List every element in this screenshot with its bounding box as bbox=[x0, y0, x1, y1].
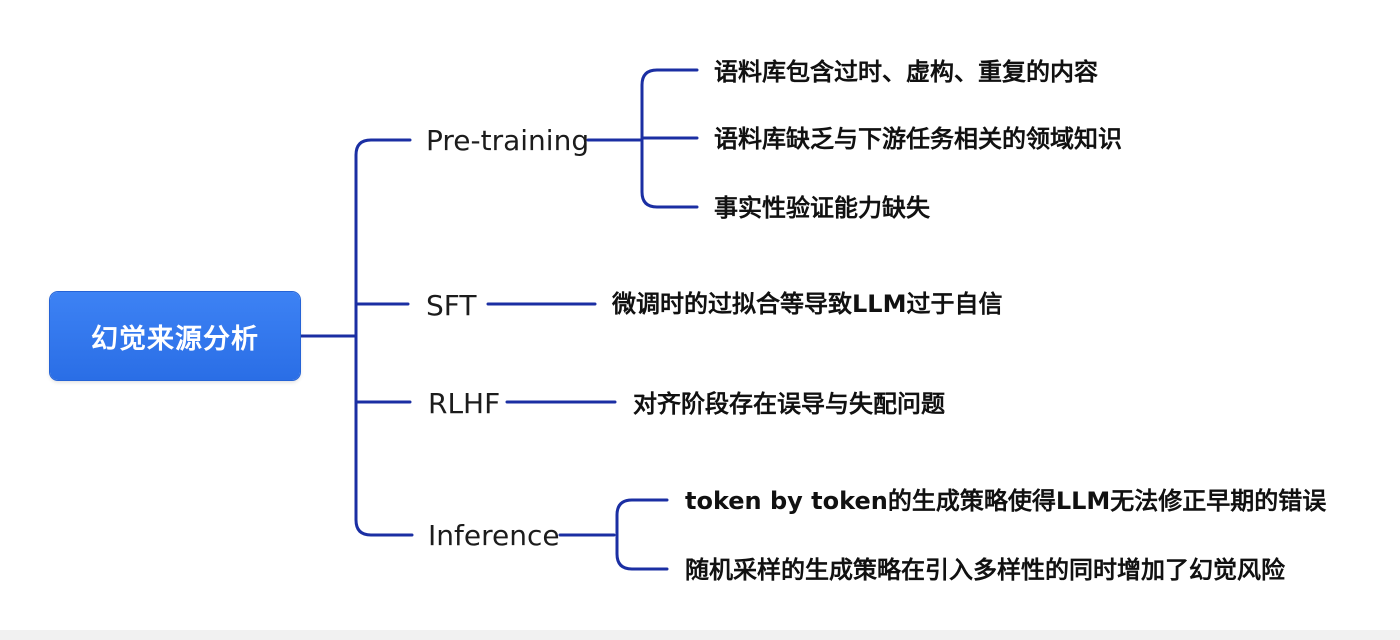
root-label: 幻觉来源分析 bbox=[91, 323, 259, 355]
branch-label-pretraining: Pre-training bbox=[426, 124, 590, 157]
root-node: 幻觉来源分析 bbox=[50, 292, 300, 380]
branch-label-inference: Inference bbox=[428, 519, 560, 552]
connector-trunk bbox=[354, 138, 414, 537]
leaf-rlhf-1: 对齐阶段存在误导与失配问题 bbox=[633, 390, 945, 418]
leaf-pretraining-3: 事实性验证能力缺失 bbox=[714, 194, 930, 222]
branch-label-sft: SFT bbox=[426, 289, 477, 322]
branch-label-rlhf: RLHF bbox=[428, 387, 501, 420]
leaf-inference-1: token by token的生成策略使得LLM无法修正早期的错误 bbox=[685, 487, 1327, 515]
leaf-inference-2: 随机采样的生成策略在引入多样性的同时增加了幻觉风险 bbox=[685, 556, 1285, 584]
leaf-pretraining-2: 语料库缺乏与下游任务相关的领域知识 bbox=[714, 125, 1122, 153]
bottom-band bbox=[0, 630, 1400, 640]
leaf-pretraining-1: 语料库包含过时、虚构、重复的内容 bbox=[714, 58, 1098, 86]
connector-inference-bracket bbox=[615, 498, 669, 571]
leaf-sft-1: 微调时的过拟合等导致LLM过于自信 bbox=[612, 290, 1003, 318]
